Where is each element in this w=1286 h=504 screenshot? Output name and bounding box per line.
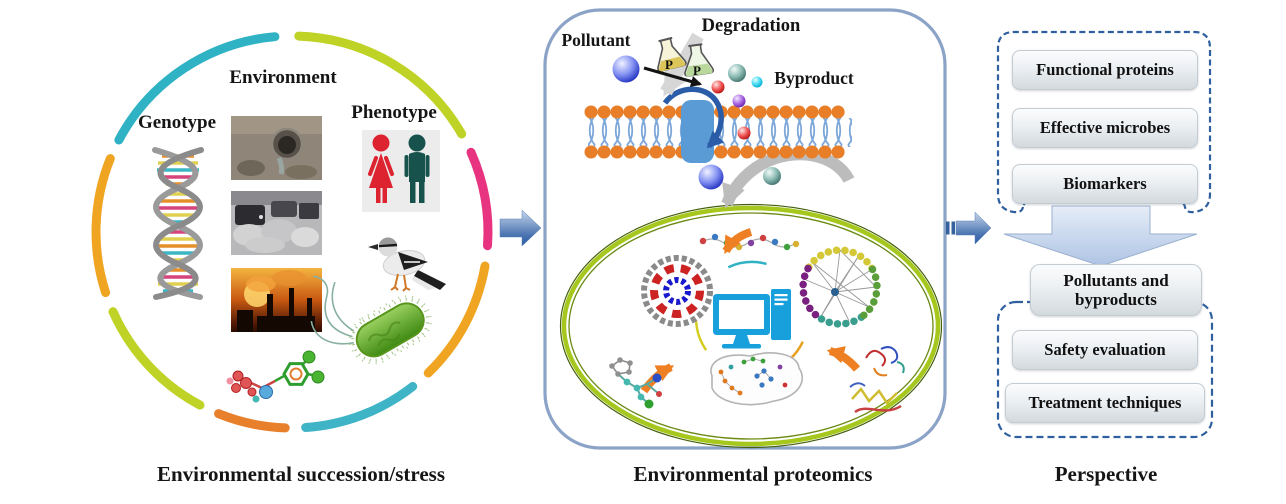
people-icon — [362, 130, 440, 212]
pollutant-sphere — [612, 55, 640, 83]
byproduct-sphere — [737, 126, 751, 140]
pollution-photo-factory — [231, 268, 322, 332]
cell-molecule-icon — [609, 357, 662, 409]
pollutant-label: Pollutant — [561, 30, 631, 50]
flask-label: P — [665, 57, 673, 72]
degradation-label: Degradation — [701, 16, 801, 36]
byproduct-sphere — [763, 167, 781, 185]
byproduct-sphere — [732, 94, 746, 108]
degradation-arrow — [643, 66, 703, 87]
stress-circle-arcs — [91, 31, 493, 433]
environment-label: Environment — [229, 67, 337, 88]
uptake-arch-arrow — [721, 148, 855, 209]
down-arrow — [1003, 205, 1198, 267]
outcome-box-functional-proteins: Functional proteins — [1012, 50, 1198, 90]
bird-icon — [368, 237, 446, 292]
pollutant-sphere — [698, 164, 724, 190]
membrane-icon — [584, 86, 856, 163]
genome-map-icon — [641, 255, 713, 327]
flask-icon — [684, 43, 715, 77]
caption-right: Perspective — [1054, 462, 1158, 486]
byproduct-sphere — [728, 64, 746, 82]
flow-arrow-middle-to-right — [946, 211, 992, 245]
molecule-icon — [226, 350, 325, 403]
application-box-safety-evaluation: Safety evaluation — [1012, 330, 1198, 370]
protein-icon — [849, 346, 905, 414]
byproduct-sphere — [711, 80, 725, 94]
caption-middle: Environmental proteomics — [633, 462, 873, 486]
pollution-photo-traffic — [231, 191, 322, 255]
byproduct-sphere — [751, 76, 763, 88]
flask-label: P — [693, 63, 701, 78]
pathway-icon — [710, 352, 804, 406]
outcome-box-biomarkers: Biomarkers — [1012, 164, 1198, 204]
bacteria-icon — [310, 275, 432, 365]
network-icon — [799, 246, 881, 328]
cell-interior — [609, 228, 905, 414]
flow-arrow-left-to-middle — [499, 209, 542, 247]
pollutant-spheres — [612, 55, 781, 190]
outcome-box-effective-microbes: Effective microbes — [1012, 108, 1198, 148]
pollution-photo-pipe — [231, 116, 322, 180]
computer-icon — [713, 289, 791, 349]
pollutants-byproducts-box: Pollutants and byproducts — [1030, 264, 1202, 316]
dna-icon — [152, 147, 204, 300]
genotype-label: Genotype — [137, 112, 217, 133]
caption-left: Environmental succession/stress — [157, 462, 445, 486]
channel-protein-icon — [681, 100, 714, 163]
byproduct-label: Byproduct — [774, 68, 854, 88]
flask-icon — [657, 36, 687, 72]
phenotype-label: Phenotype — [351, 102, 437, 123]
application-box-treatment-techniques: Treatment techniques — [1005, 383, 1205, 423]
